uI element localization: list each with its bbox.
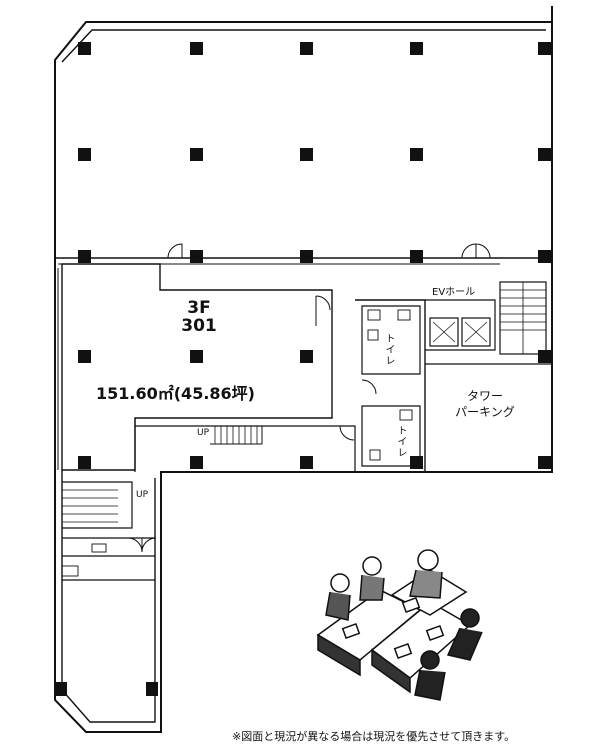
column (78, 42, 91, 55)
tower-parking-label: タワー パーキング (446, 388, 524, 420)
column (538, 250, 551, 263)
elevator-2 (461, 317, 491, 347)
column (300, 350, 313, 363)
door-arc (167, 243, 183, 259)
column (300, 250, 313, 263)
column (190, 456, 203, 469)
door-arc (315, 295, 331, 326)
tower-parking-line1: タワー (466, 389, 503, 403)
door-arc (339, 425, 355, 441)
column (538, 148, 551, 161)
column (410, 42, 423, 55)
ev-hall-label: EVホール (432, 287, 476, 298)
column (300, 456, 313, 469)
unit-label: 3F 301 (176, 298, 222, 336)
column (410, 456, 423, 469)
restroom-fixtures (61, 309, 413, 577)
column (78, 350, 91, 363)
stairs-left (62, 481, 133, 529)
meeting-illustration (316, 549, 483, 701)
column (190, 350, 203, 363)
stairs-up-1 (210, 425, 263, 445)
door-arc (127, 537, 157, 553)
column (78, 456, 91, 469)
toilet-label: トイレ (383, 333, 394, 366)
toilet-label: トイレ (395, 425, 406, 458)
stairs-up-label: UP (197, 428, 210, 438)
column (190, 148, 203, 161)
column (538, 456, 551, 469)
building-outline (54, 21, 553, 733)
door-arc (361, 379, 377, 395)
inner-outline-bottom (61, 470, 156, 723)
columns (55, 42, 551, 696)
column (410, 148, 423, 161)
column (146, 682, 158, 696)
elevator-1 (429, 317, 459, 347)
column (538, 42, 551, 55)
unit-floor: 3F (187, 298, 211, 318)
door-arc (461, 243, 491, 259)
column (300, 42, 313, 55)
tower-parking-line2: パーキング (455, 405, 515, 420)
disclaimer-note: ※図面と現況が異なる場合は現況を優先させて頂きます。 (232, 730, 516, 743)
column (55, 682, 67, 696)
unit-301-outline (61, 263, 333, 471)
column (78, 148, 91, 161)
inner-outline-left (61, 29, 546, 63)
stairs-up-label: UP (136, 490, 149, 500)
unit-number: 301 (181, 315, 217, 336)
column (190, 250, 203, 263)
unit-area: 151.60㎡(45.86坪) (96, 384, 255, 403)
core-outline (355, 299, 426, 472)
column (190, 42, 203, 55)
column (410, 250, 423, 263)
column (538, 350, 551, 363)
column (78, 250, 91, 263)
column (300, 148, 313, 161)
